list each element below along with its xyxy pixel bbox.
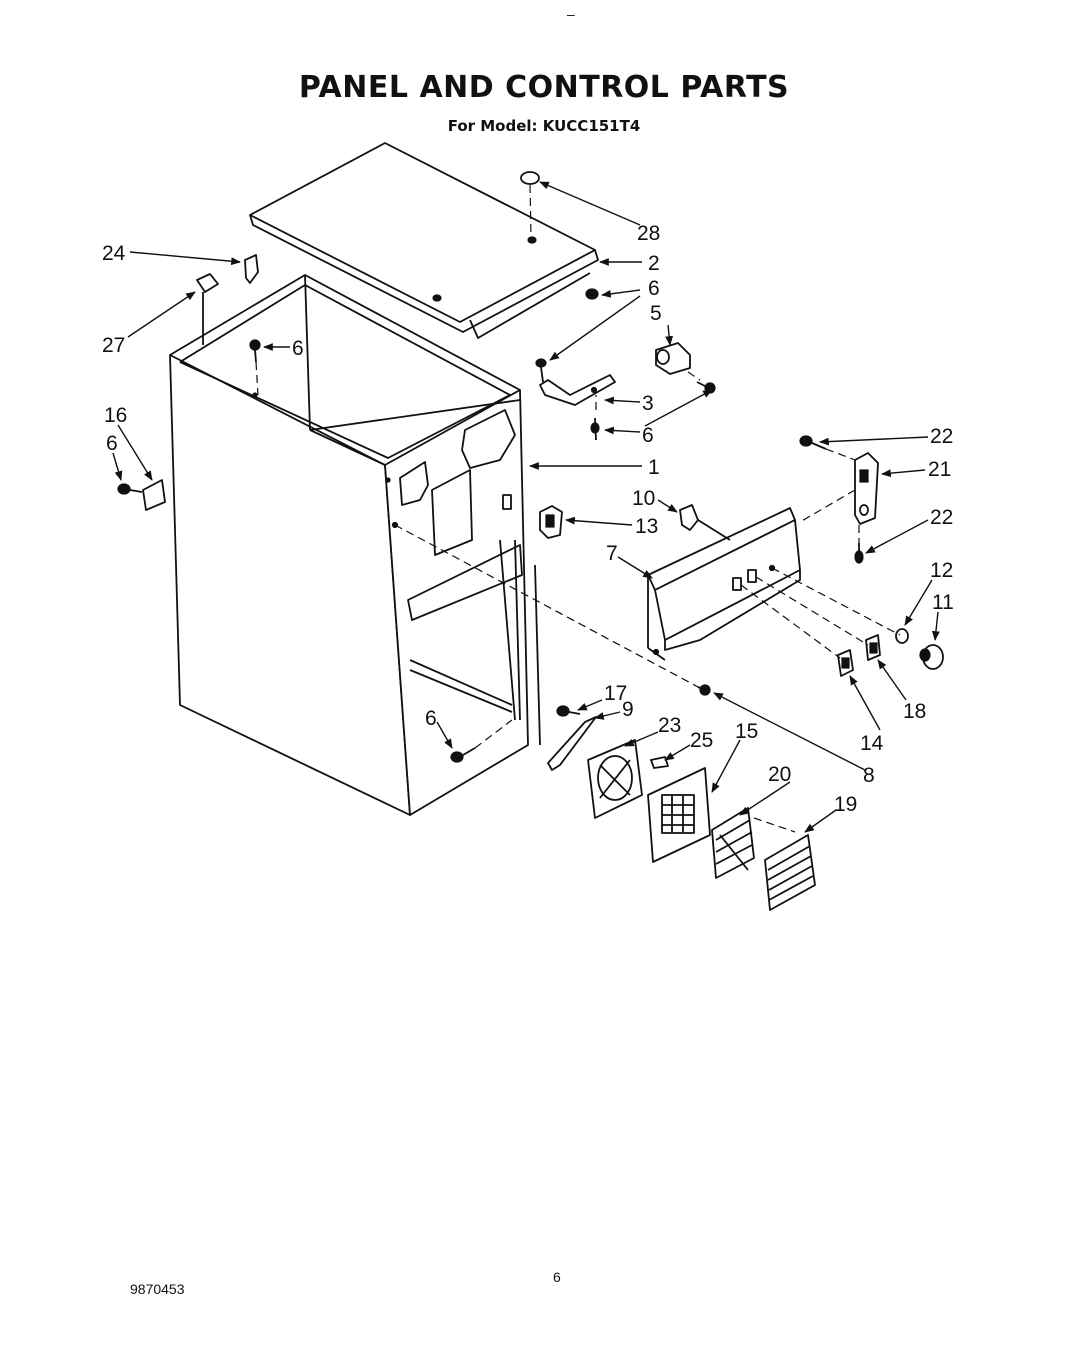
callout-9: 9	[622, 698, 634, 721]
callout-1: 1	[648, 456, 660, 479]
hinge-block-part-5	[655, 342, 691, 375]
top-mark: –	[567, 6, 575, 22]
callout-13: 13	[635, 515, 658, 538]
page-number: 6	[553, 1269, 561, 1285]
callout-12: 12	[930, 559, 953, 582]
screw-part-6-left	[117, 483, 143, 495]
callout-10: 10	[632, 487, 655, 510]
fan-part-23	[587, 739, 643, 819]
screw-part-6-bottom	[450, 747, 476, 763]
callout-18: 18	[903, 700, 926, 723]
model-subtitle: For Model: KUCC151T4	[447, 117, 641, 135]
callout-19: 19	[834, 793, 857, 816]
callout-17: 17	[604, 682, 627, 705]
callout-28: 28	[637, 222, 660, 245]
callout-24: 24	[102, 242, 126, 265]
knob-part-11	[919, 644, 944, 670]
callout-22-top: 22	[930, 425, 953, 448]
screw-part-17	[556, 705, 581, 717]
screw-part-22-bottom	[854, 543, 864, 564]
fan-housing-part-15	[647, 767, 711, 863]
top-panel-part-2	[249, 142, 599, 339]
callout-11: 11	[932, 591, 954, 614]
callout-21: 21	[928, 458, 951, 481]
switch-part-14	[837, 649, 854, 677]
callout-leaders	[112, 181, 940, 833]
clip-part-27	[196, 273, 219, 345]
plug-part-28	[520, 171, 540, 185]
callout-2: 2	[648, 252, 660, 275]
bracket-part-21	[854, 452, 879, 525]
switch-part-13	[539, 505, 563, 539]
clip-part-24	[244, 254, 259, 284]
callout-6-bottom: 6	[425, 707, 437, 730]
callout-8: 8	[863, 764, 875, 787]
callout-6-hinge-bottom: 6	[642, 424, 654, 447]
callout-6-hinge-top: 6	[648, 277, 660, 300]
callout-14: 14	[860, 732, 884, 755]
callout-20: 20	[768, 763, 791, 786]
callout-25: 25	[690, 729, 713, 752]
callout-16: 16	[104, 404, 127, 427]
filter-part-20	[711, 807, 755, 879]
callout-5: 5	[650, 302, 662, 325]
hinge-part-3	[539, 374, 616, 406]
callout-23: 23	[658, 714, 681, 737]
clip-part-25	[650, 756, 669, 769]
screw-part-22-top	[799, 435, 827, 450]
callout-27: 27	[102, 334, 125, 357]
control-panel-part-7	[647, 507, 801, 661]
callout-22-bottom: 22	[930, 506, 953, 529]
thermostat-part-10	[679, 504, 731, 541]
screw-part-6-top	[249, 339, 261, 363]
callout-6-left: 6	[106, 432, 118, 455]
bracket-part-16	[142, 479, 166, 511]
page-title: PANEL AND CONTROL PARTS	[298, 70, 790, 105]
screw-part-8	[697, 684, 711, 696]
document-number: 9870453	[130, 1281, 185, 1297]
switch-part-18	[865, 634, 881, 661]
callout-3: 3	[642, 392, 654, 415]
cabinet-part-1	[169, 274, 541, 816]
washer-part-12	[895, 628, 909, 644]
callout-7: 7	[606, 542, 618, 565]
callout-6-top: 6	[292, 337, 304, 360]
callout-15: 15	[735, 720, 758, 743]
grille-part-19	[764, 834, 816, 911]
